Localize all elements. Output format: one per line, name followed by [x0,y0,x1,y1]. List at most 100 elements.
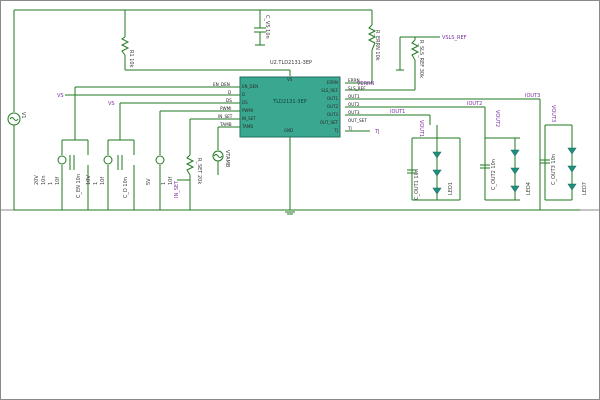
led-7 [567,147,577,155]
top-supply-wires [13,9,373,112]
pwmi-source-block [155,111,165,210]
vsls-ref-branch [345,36,420,91]
vtamb-label: VTAMB [224,150,230,168]
ic-pin-sls-ref: SLS_REF [321,88,339,93]
source-v1[interactable] [7,112,21,210]
en-source-block [57,87,89,210]
ic-pin-tamb: TAMB [241,124,253,129]
v2-params: 10V 1 10f [86,175,106,185]
led-2 [432,169,442,177]
resistor-r-errn[interactable] [367,24,377,51]
ic-pin-vs: VS [287,77,293,82]
sig-ds: DS [226,98,232,103]
v2-param-1: 1 [93,182,99,185]
v2-param-2: 10f [100,177,106,185]
net-iout1: IOUT1 [390,109,405,115]
net-vs-mid: VS [108,101,115,107]
net-vsls-ref: VSLS_REF [442,35,467,41]
wire-signal-labels: EN_DEN D DS PWMI IN_SET TAMB ERRN SLS_RE… [213,78,367,131]
c-out2-label: C_OUT2 10n [491,159,497,190]
r-errn-label: R_ERRN 10k [374,30,380,61]
net-vout2: VOUT2 [494,110,500,127]
sig-out-set: OUT_SET [348,118,367,123]
resistor-r1[interactable] [120,36,130,56]
left-signal-wires [65,86,240,128]
ic-left-pins: EN_DEN D DS PWMI IN_SET TAMB [241,84,258,129]
net-vout3: VOUT3 [550,105,556,122]
vtamb-source-block [212,127,224,175]
v1-param-2: 1 [48,182,54,185]
d-source-block [103,103,135,210]
sig-out3: OUT3 [348,110,360,115]
c-out3-label: C_OUT3 10n [551,154,557,185]
net-verrn: VERRN [357,81,375,87]
ic-title: U2.TLD2131-3EP [270,60,312,66]
sig-tamb: TAMB [219,122,232,127]
ic-pin-tj: TJ [333,128,338,133]
sig-in-set: IN_SET [218,114,233,119]
ic-name: TLD2131-3EP [272,99,307,105]
ic-pin-out2: OUT2 [327,104,339,109]
led-string-3 [540,124,577,201]
ic-right-pins: ERRN SLS_REF OUT1 OUT2 OUT3 OUT_SET TJ [320,80,339,133]
ground-symbol [285,137,295,215]
sig-out1: OUT1 [348,94,360,99]
v3-param-2: 10f [168,177,174,185]
r-set-block [177,119,195,210]
led-1 [432,151,442,159]
c-vs-label: C_VS 10n [264,15,270,39]
net-in-set: IN_SET [174,180,180,198]
led-9 [567,183,577,191]
led-8 [567,165,577,173]
net-vout1: VOUT1 [418,120,424,137]
ic-pin-in-set: IN_SET [242,116,256,121]
sig-en-den: EN_DEN [213,82,230,87]
v3-param-1: 1 [161,182,167,185]
sig-tj: TJ [347,126,352,131]
v3-param-0: 5V [146,178,152,185]
r-set-label: R_SET 20k [196,158,202,184]
net-vs-left: VS [57,93,64,99]
sig-sls-ref: SLS_REF [348,86,366,91]
ic-pin-ds: DS [242,100,248,105]
led-6 [510,185,520,193]
sig-errn: ERRN [348,78,360,83]
c-d-label: C_D 10n [123,177,129,198]
ic-pin-d: D [242,92,245,97]
sig-d: D [228,90,231,95]
r-sls-label: R_SLS_REF 30k [418,40,424,78]
ic-pin-out1: OUT1 [327,96,339,101]
led-string-2 [480,125,520,201]
ic-pin-pwmi: PWMI [242,108,253,113]
v1-params: 20V 10n 1 10f [34,175,61,185]
led-string-3-labels: LED7 [582,182,588,195]
ic-tld2131[interactable] [239,76,341,138]
v3-params: 5V 1 10f [146,177,174,185]
c-en-label: C_EN 10n [76,174,82,198]
led-string-1 [407,125,461,201]
led-4 [510,149,520,157]
led-string-1-labels: LED1 [448,182,454,195]
net-iout2: IOUT2 [467,101,482,107]
ic-pin-out-set: OUT_SET [320,120,339,125]
led-3 [432,187,442,195]
sig-pwmi: PWMI [220,106,232,111]
net-tj: TJ [374,129,380,135]
sig-out2: OUT2 [348,102,360,107]
capacitor-c-vs[interactable] [254,27,266,46]
ic-pin-out3: OUT3 [327,112,339,117]
v1-label: V1 [20,112,26,119]
v1-param-1: 10n [41,175,47,185]
led-string-2-labels: LED4 [526,182,532,195]
r1-label: R1 10k [128,50,134,68]
net-iout3: IOUT3 [525,93,540,99]
ic-pin-errn: ERRN [327,80,338,85]
v1-param-0: 20V [34,175,40,185]
c-out1-label: C_OUT1 10n [414,169,420,200]
led-5 [510,167,520,175]
ic-pin-en-den: EN_DEN [242,84,258,89]
v2-param-0: 10V [86,175,92,185]
ic-pin-gnd: GND [284,128,293,133]
v1-param-3: 10f [55,177,61,185]
